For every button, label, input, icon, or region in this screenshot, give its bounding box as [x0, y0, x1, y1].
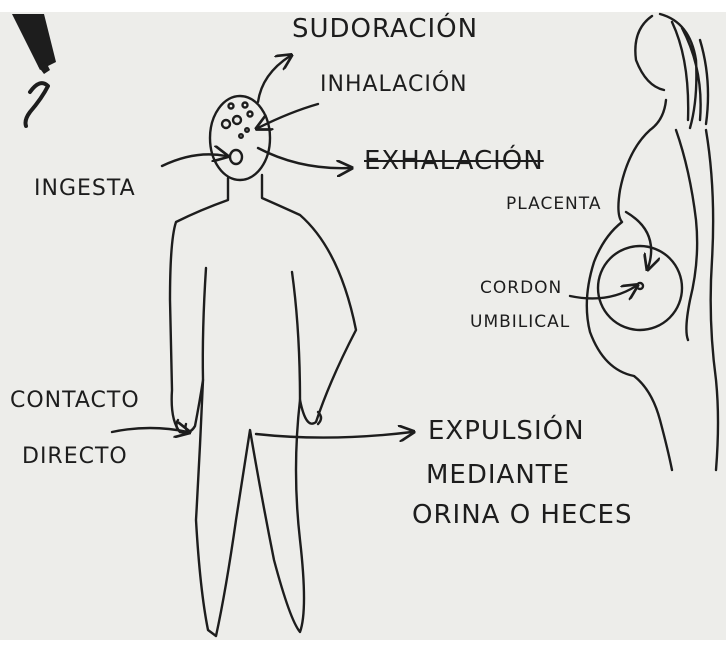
- label-exhalacion: EXHALACIÓN: [364, 148, 544, 174]
- body-outline: [170, 175, 356, 636]
- label-contacto-line1: CONTACTO: [10, 390, 140, 412]
- arrow-sudoracion: [258, 56, 290, 102]
- label-expulsion-line3: ORINA O HECES: [412, 502, 633, 528]
- left-arm-inner: [203, 268, 206, 380]
- brush-icon: [12, 14, 56, 126]
- label-contacto-line2: DIRECTO: [22, 446, 128, 468]
- right-arm-inner: [292, 272, 300, 400]
- fetus-dot: [637, 283, 643, 289]
- top-margin: [0, 0, 726, 12]
- arrow-inhalacion: [258, 104, 318, 128]
- human-figure: [170, 96, 356, 636]
- eye-left: [222, 120, 230, 128]
- pregnant-figure: [587, 14, 718, 470]
- mouth: [230, 150, 242, 164]
- label-ingesta: INGESTA: [34, 178, 136, 200]
- arrow-expulsion: [256, 432, 412, 438]
- label-expulsion-line1: EXPULSIÓN: [428, 418, 585, 444]
- woman-head: [635, 16, 664, 90]
- label-expulsion-line2: MEDIANTE: [426, 462, 570, 488]
- label-placenta: PLACENTA: [506, 196, 601, 213]
- woman-hair: [660, 14, 708, 128]
- eye-right: [233, 116, 241, 124]
- woman-back: [706, 130, 718, 470]
- label-inhalacion: INHALACIÓN: [320, 74, 468, 96]
- arrow-cordon: [570, 286, 636, 298]
- bottom-margin: [0, 640, 726, 657]
- label-sudoracion: SUDORACIÓN: [292, 16, 478, 42]
- arrow-exhalacion: [258, 148, 350, 168]
- woman-body: [587, 100, 672, 470]
- label-cordon-line2: UMBILICAL: [470, 314, 570, 331]
- woman-arm: [676, 130, 697, 340]
- arrow-placenta: [626, 212, 651, 268]
- label-cordon-line1: CORDON: [480, 280, 562, 297]
